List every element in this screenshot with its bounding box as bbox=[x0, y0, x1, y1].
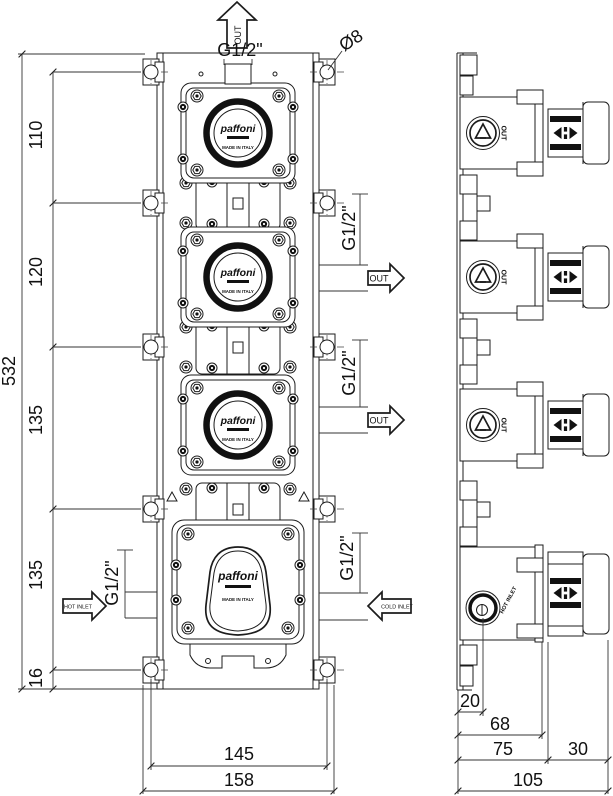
out-label-top: OUT bbox=[233, 25, 243, 45]
top-outlet-port bbox=[224, 63, 252, 85]
dim-side-68: 68 bbox=[490, 714, 510, 734]
dim-side-20: 20 bbox=[460, 691, 480, 711]
dim-seg-120: 120 bbox=[26, 257, 46, 287]
g12-label-cold: G1/2" bbox=[337, 535, 357, 580]
side-module-2: OUT bbox=[459, 233, 610, 321]
mounting-rail bbox=[156, 52, 320, 690]
top-out-annotation: OUT G1/2" bbox=[215, 0, 263, 65]
brand-logo: paffoni bbox=[220, 267, 257, 279]
dim-seg-110: 110 bbox=[26, 121, 46, 150]
hot-inlet-annotation: G1/2" HOT INLET bbox=[62, 549, 157, 623]
dim-side-75: 75 bbox=[493, 739, 513, 759]
valve-module-1: paffoni MADE IN ITALY bbox=[177, 63, 299, 184]
brand-logo: paffoni bbox=[220, 123, 257, 135]
dim-side-30: 30 bbox=[568, 739, 588, 759]
g12-label-hot: G1/2" bbox=[102, 560, 122, 605]
side-out-label-2: OUT bbox=[500, 270, 507, 286]
made-in-label: MADE IN ITALY bbox=[222, 597, 254, 602]
out-label-2: OUT bbox=[370, 274, 390, 284]
side-view: OUT OUT OUT bbox=[456, 52, 610, 691]
dim-overall-width: 158 bbox=[224, 770, 254, 790]
made-in-label: MADE IN ITALY bbox=[222, 145, 254, 150]
hot-inlet-label: HOT INLET bbox=[64, 605, 93, 611]
made-in-label: MADE IN ITALY bbox=[222, 289, 254, 294]
mounting-tabs bbox=[133, 58, 347, 684]
dia8-label: Ø8 bbox=[335, 25, 366, 55]
outlet-3-annotation: G1/2" OUT bbox=[319, 339, 406, 437]
dim-total-height: 532 bbox=[0, 356, 19, 386]
dim-seg-16: 16 bbox=[26, 668, 46, 688]
cold-inlet-label: COLD INLET bbox=[381, 605, 413, 611]
valve-module-2: paffoni MADE IN ITALY bbox=[177, 226, 299, 328]
side-module-1: OUT bbox=[459, 89, 610, 177]
g12-label-top: G1/2" bbox=[217, 40, 262, 60]
brand-logo: paffoni bbox=[220, 415, 257, 427]
g12-label-out2: G1/2" bbox=[339, 205, 359, 250]
alignment-triangle-right bbox=[298, 490, 310, 502]
side-brackets bbox=[459, 174, 491, 547]
dim-holes-width: 145 bbox=[224, 744, 254, 764]
brand-logo: paffoni bbox=[217, 569, 258, 583]
side-out-label-1: OUT bbox=[500, 126, 507, 142]
dim-seg-135a: 135 bbox=[26, 405, 46, 435]
alignment-triangle-left bbox=[166, 490, 178, 502]
front-dimensions: 532 110 120 135 135 16 OUT G1/2" Ø8 bbox=[0, 0, 414, 795]
thermostatic-module: paffoni MADE IN ITALY bbox=[170, 519, 306, 669]
made-in-label: MADE IN ITALY bbox=[222, 437, 254, 442]
side-thermostatic-module: HOT INLET bbox=[459, 544, 610, 643]
cold-inlet-annotation: G1/2" COLD INLET bbox=[319, 532, 414, 623]
side-out-label-3: OUT bbox=[500, 418, 507, 434]
g12-label-out3: G1/2" bbox=[339, 350, 359, 395]
dim-side-105: 105 bbox=[513, 770, 543, 790]
side-dimensions: 20 68 75 30 105 bbox=[454, 618, 612, 795]
outlet-2-annotation: G1/2" OUT bbox=[319, 193, 406, 295]
front-view: paffoni MADE IN ITALY paffoni MADE IN IT… bbox=[133, 52, 347, 690]
side-module-3: OUT bbox=[459, 381, 610, 469]
valve-module-3: paffoni MADE IN ITALY bbox=[177, 374, 299, 476]
out-label-3: OUT bbox=[370, 416, 390, 426]
dim-seg-135b: 135 bbox=[26, 560, 46, 590]
